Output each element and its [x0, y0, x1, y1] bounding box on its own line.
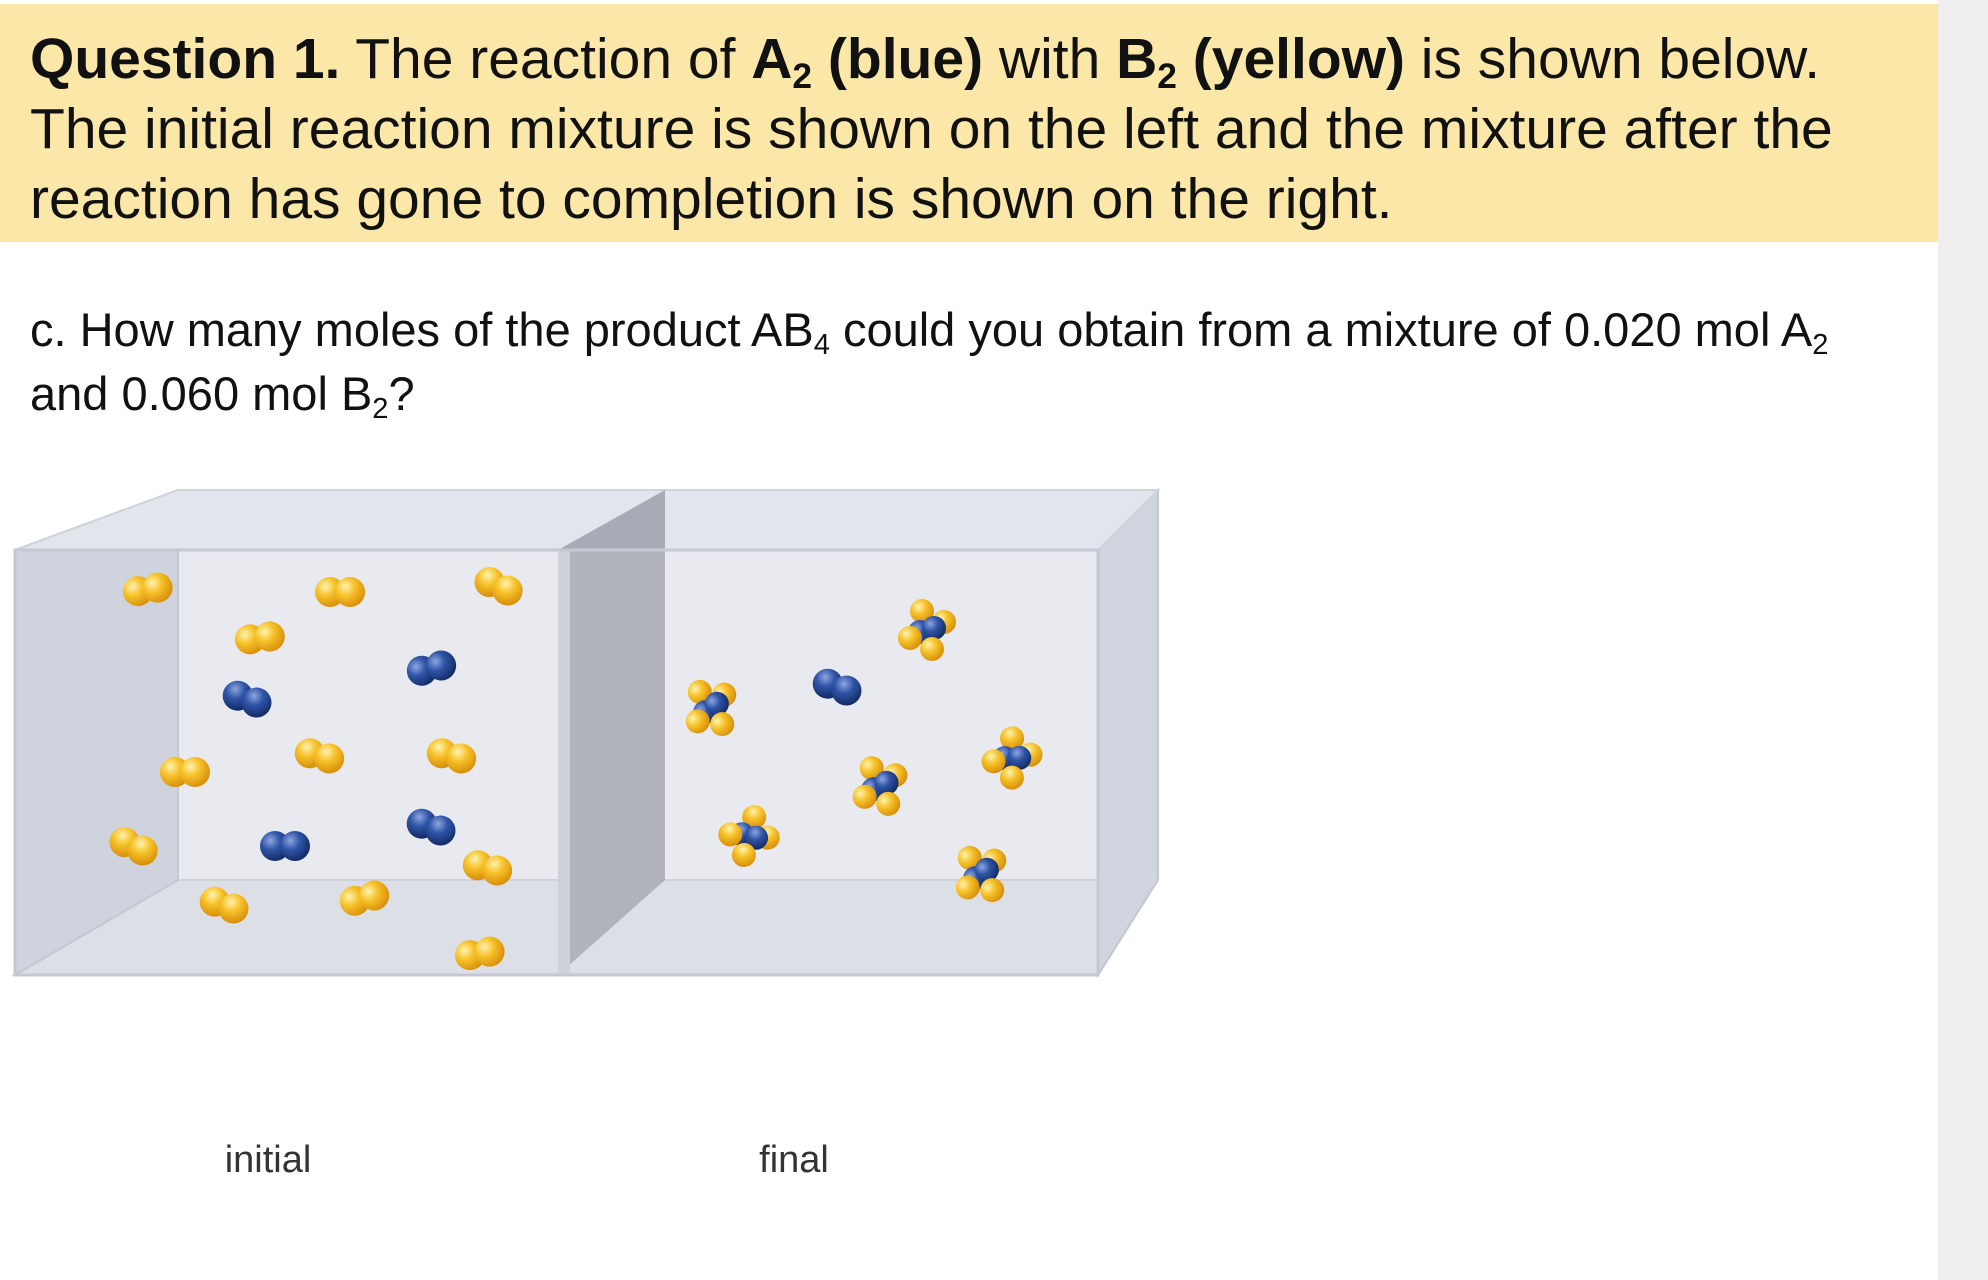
a2-subscript: 2: [792, 56, 813, 96]
part-c-text: c. How many moles of the product AB: [30, 303, 814, 356]
b2-molecule: [160, 757, 210, 787]
b2-letter: B: [1116, 27, 1158, 91]
label-final: final: [759, 1139, 829, 1181]
question-heading: Question 1.: [30, 27, 341, 91]
scrollbar-gutter: [1938, 0, 1988, 1280]
b2-color: (yellow): [1176, 27, 1405, 91]
a2-subscript: 2: [1812, 329, 1829, 362]
part-c-text: ?: [388, 367, 415, 420]
divider-shadow: [558, 490, 665, 975]
part-c-text: and 0.060 mol B: [30, 367, 373, 420]
question-banner: Question 1. The reaction of A2 (blue) wi…: [0, 4, 1938, 242]
b2-subscript: 2: [372, 393, 389, 426]
slide: Question 1. The reaction of A2 (blue) wi…: [0, 4, 1938, 1181]
reactant-a2: A2 (blue): [751, 27, 984, 94]
question-text-part: The reaction of: [340, 27, 752, 91]
question-text: Question 1. The reaction of A2 (blue) wi…: [30, 24, 1920, 234]
a2-letter: A: [751, 27, 793, 91]
part-c-question: c. How many moles of the product AB4 cou…: [30, 298, 1910, 426]
ab4-subscript: 4: [813, 329, 830, 362]
question-text-part: with: [983, 27, 1117, 91]
label-initial: initial: [225, 1139, 312, 1181]
b2-subscript: 2: [1157, 56, 1177, 96]
box-right-wall: [1097, 487, 1159, 979]
a2-color: (blue): [812, 27, 984, 91]
divider-front: [558, 550, 570, 975]
part-c-text: could you obtain from a mixture of 0.020…: [829, 303, 1813, 356]
reactant-b2: B2 (yellow): [1116, 27, 1405, 94]
a2-molecule: [260, 831, 310, 861]
reaction-figure: initial final: [11, 487, 1161, 1181]
b2-molecule: [315, 577, 365, 607]
question-text-part: is shown below. The initial reaction mix…: [30, 27, 1833, 231]
